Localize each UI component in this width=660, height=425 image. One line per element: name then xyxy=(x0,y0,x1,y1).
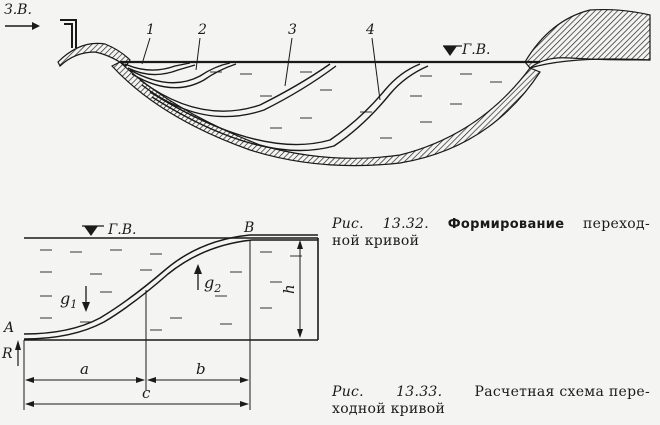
inflow-label: З.В. xyxy=(4,2,32,18)
figure-13-32: З.В. Г.В. 1 2 3 4 xyxy=(4,2,651,167)
leader-3 xyxy=(284,37,293,87)
caption-2-line2: ходной кривой xyxy=(332,401,446,417)
water-dashes-1 xyxy=(210,71,502,139)
caption-13-33: Рис. 13.33. Расчетная схема пере- ходной… xyxy=(332,384,650,418)
g1-label: g1 xyxy=(60,289,77,311)
water-level-marker-1 xyxy=(443,46,457,56)
c-label: c xyxy=(142,384,151,402)
curve-3b xyxy=(141,65,337,118)
caption-2-title: Расчетная схема пере- xyxy=(474,384,650,400)
g2-label: g2 xyxy=(204,273,221,295)
caption-1-prefix: Рис. xyxy=(332,216,364,232)
curve-2 xyxy=(129,62,231,84)
curve-label-2: 2 xyxy=(197,22,207,38)
inflow-pipe xyxy=(60,19,77,48)
caption-1-number: 13.32. xyxy=(382,216,429,232)
water-level-label-2: Г.В. xyxy=(107,222,136,238)
curve-label-1: 1 xyxy=(146,22,155,38)
transition-curve xyxy=(23,234,318,335)
curve-2b xyxy=(131,63,237,89)
caption-1-rest: переход- xyxy=(583,216,650,232)
caption-2-number: 13.33. xyxy=(396,384,443,400)
right-ground xyxy=(529,58,651,69)
point-r-label: R xyxy=(1,346,13,362)
transition-curve-lower xyxy=(23,239,318,340)
curve-3 xyxy=(139,63,331,112)
curve-4b xyxy=(151,65,429,152)
figure-13-33: Г.В. B A R g1 g2 h a b c xyxy=(1,220,319,410)
leader-2 xyxy=(195,37,201,71)
water-dashes-2 xyxy=(40,249,302,331)
caption-13-32: Рис. 13.32. Формирование переход- ной кр… xyxy=(332,216,650,250)
point-a-label: A xyxy=(2,320,14,336)
water-level-marker-2 xyxy=(84,226,98,236)
curve-label-3: 3 xyxy=(288,22,297,38)
inflow-arrowhead xyxy=(32,22,40,30)
basin-bottom xyxy=(111,61,541,167)
h-label: h xyxy=(280,284,298,294)
curve-4 xyxy=(149,63,421,146)
curve-1b xyxy=(127,64,196,76)
leader-4 xyxy=(371,37,381,101)
leader-1 xyxy=(141,37,151,65)
left-bank xyxy=(57,42,131,67)
curve-1 xyxy=(124,62,191,71)
caption-1-bold: Формирование xyxy=(447,217,565,232)
point-b-label: B xyxy=(243,220,254,236)
curve-label-4: 4 xyxy=(365,22,375,38)
caption-2-prefix: Рис. xyxy=(332,384,364,400)
right-bank xyxy=(524,8,651,69)
water-level-label-1: Г.В. xyxy=(461,42,490,58)
b-label: b xyxy=(196,360,206,378)
caption-1-line2: ной кривой xyxy=(332,233,420,249)
a-label: a xyxy=(80,360,89,378)
